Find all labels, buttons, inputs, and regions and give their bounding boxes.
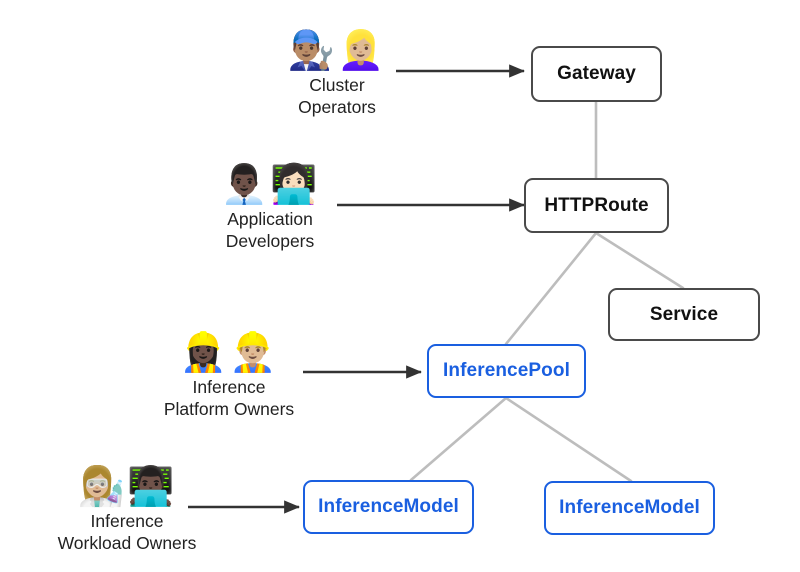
edge-inferencepool-inferencemodel-right [504,396,633,483]
inference-platform-owners-label-line1: Inference [192,377,266,397]
inference-workload-owners-label: Inference Workload Owners [12,510,242,554]
node-httproute[interactable]: HTTPRoute [524,178,669,233]
inference-platform-owners-label-line2: Platform Owners [163,399,295,419]
inference-workload-owners-label-line2: Workload Owners [57,533,197,553]
persona-inference-platform-owners: 👷🏿‍♀️👷🏼‍♂️ Inference Platform Owners [114,330,344,420]
application-developers-emoji: 👨🏿‍💼👩🏻‍💻 [220,164,320,206]
node-inferencemodel-left[interactable]: InferenceModel [303,480,474,534]
edge-httproute-service [594,231,685,290]
cluster-operators-label: Cluster Operators [222,74,452,118]
persona-inference-workload-owners: 👩🏼‍🔬👨🏿‍💻 Inference Workload Owners [12,464,242,554]
persona-application-developers: 👨🏿‍💼👩🏻‍💻 Application Developers [155,162,385,252]
inference-platform-owners-label: Inference Platform Owners [114,376,344,420]
persona-cluster-operators: 👨🏽‍🔧👱🏼‍♀️ Cluster Operators [222,28,452,118]
edge-httproute-inferencepool [504,231,598,346]
cluster-operators-emoji: 👨🏽‍🔧👱🏼‍♀️ [287,30,387,72]
node-inferencepool[interactable]: InferencePool [427,344,586,398]
node-service[interactable]: Service [608,288,760,341]
cluster-operators-label-line1: Cluster [309,75,365,95]
edge-inferencepool-inferencemodel-left [409,396,508,482]
node-inferencemodel-right[interactable]: InferenceModel [544,481,715,535]
application-developers-label-line2: Developers [225,231,315,251]
inference-platform-owners-emoji: 👷🏿‍♀️👷🏼‍♂️ [179,332,279,374]
inference-workload-owners-label-line1: Inference [90,511,164,531]
node-gateway[interactable]: Gateway [531,46,662,102]
cluster-operators-label-line2: Operators [298,97,376,117]
inference-workload-owners-emoji: 👩🏼‍🔬👨🏿‍💻 [77,466,177,508]
application-developers-label-line1: Application [227,209,313,229]
application-developers-label: Application Developers [155,208,385,252]
